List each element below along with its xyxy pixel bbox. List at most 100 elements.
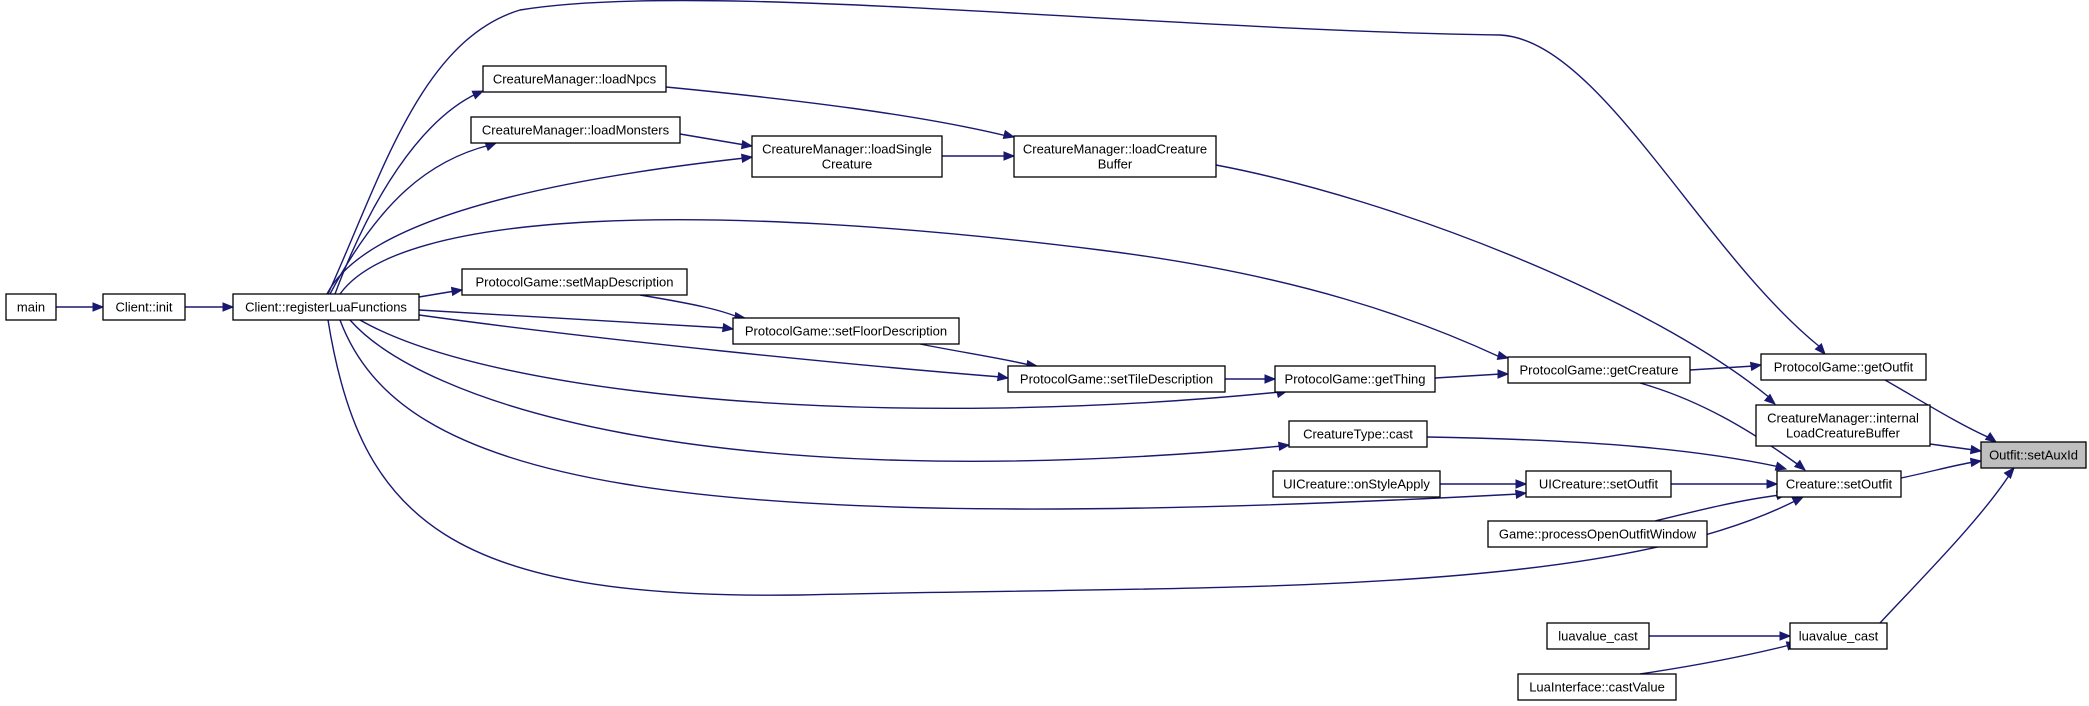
- node-load-npcs[interactable]: CreatureManager::loadNpcs: [482, 65, 667, 93]
- node-box: [1288, 420, 1428, 448]
- node-ui-on-style[interactable]: UICreature::onStyleApply: [1272, 470, 1441, 498]
- edge-line: [1639, 644, 1791, 675]
- node-set-tile-desc[interactable]: ProtocolGame::setTileDescription: [1007, 365, 1226, 393]
- arrowhead-icon: [1984, 432, 1998, 443]
- arrowhead-icon: [740, 139, 754, 150]
- node-label: CreatureManager::internal: [1767, 411, 1919, 426]
- edge-client-init-to-register: [185, 302, 235, 312]
- node-label: CreatureManager::loadSingle: [762, 142, 932, 157]
- arrowhead-icon: [1814, 342, 1826, 356]
- node-creature-type-cast[interactable]: CreatureType::cast: [1288, 420, 1428, 448]
- node-client-init[interactable]: Client::init: [102, 293, 186, 321]
- arrowhead-icon: [1497, 369, 1510, 379]
- node-creature-set-outfit[interactable]: Creature::setOutfit: [1776, 470, 1902, 498]
- node-box: [751, 135, 943, 178]
- edge-register-to-ui-set-outfit: [339, 319, 1528, 510]
- node-box: [1517, 673, 1677, 701]
- arrowhead-icon: [450, 286, 464, 297]
- edge-set-tile-desc-to-get-thing: [1225, 374, 1277, 384]
- arrowhead-icon: [1264, 374, 1277, 384]
- arrowhead-icon: [1779, 631, 1792, 641]
- arrowhead-icon: [1002, 129, 1016, 140]
- edge-register-to-set-tile-desc: [418, 314, 1010, 382]
- node-ui-set-outfit[interactable]: UICreature::setOutfit: [1525, 470, 1672, 498]
- node-label: ProtocolGame::getOutfit: [1774, 360, 1914, 375]
- edge-set-floor-desc-to-set-tile-desc: [919, 343, 1039, 370]
- node-box: [1007, 365, 1226, 393]
- arrowhead-icon: [996, 371, 1010, 382]
- edge-load-npcs-to-load-buffer: [665, 86, 1016, 140]
- node-label: luavalue_cast: [1799, 629, 1879, 644]
- node-get-outfit[interactable]: ProtocolGame::getOutfit: [1760, 353, 1927, 381]
- arrowhead-icon: [1003, 151, 1016, 161]
- node-label: ProtocolGame::getThing: [1285, 372, 1426, 387]
- arrowhead-icon: [721, 322, 735, 333]
- node-luavalue-cast-left[interactable]: luavalue_cast: [1546, 622, 1650, 650]
- node-box: [232, 293, 420, 321]
- node-box: [732, 317, 960, 345]
- node-set-aux-id[interactable]: Outfit::setAuxId: [1980, 441, 2087, 469]
- node-register[interactable]: Client::registerLuaFunctions: [232, 293, 420, 321]
- node-get-thing[interactable]: ProtocolGame::getThing: [1274, 365, 1436, 393]
- edge-line: [418, 290, 456, 298]
- node-get-creature[interactable]: ProtocolGame::getCreature: [1507, 356, 1691, 384]
- edge-line: [1900, 461, 1975, 479]
- edge-register-to-set-map-desc: [418, 286, 464, 298]
- edge-load-monsters-to-load-single: [679, 133, 754, 150]
- node-internal-load[interactable]: CreatureManager::internalLoadCreatureBuf…: [1755, 404, 1931, 447]
- arrowhead-icon: [1514, 489, 1528, 500]
- edge-line: [1215, 164, 1771, 399]
- edge-get-creature-to-get-outfit: [1689, 361, 1763, 372]
- edge-line: [1434, 373, 1502, 379]
- arrowhead-icon: [1749, 361, 1763, 372]
- edge-line: [329, 144, 491, 295]
- edge-line: [1879, 473, 2011, 624]
- arrowhead-icon: [471, 90, 485, 100]
- node-box: [1274, 365, 1436, 393]
- edge-line: [326, 157, 746, 295]
- edge-get-thing-to-get-creature: [1434, 369, 1510, 379]
- node-label: ProtocolGame::setFloorDescription: [745, 324, 947, 339]
- edge-line: [1639, 382, 1801, 467]
- node-main[interactable]: main: [5, 293, 57, 321]
- arrowhead-icon: [1515, 479, 1528, 489]
- edge-register-to-get-creature: [339, 219, 1510, 361]
- arrowhead-icon: [1791, 496, 1805, 506]
- node-label: luavalue_cast: [1558, 629, 1638, 644]
- node-luavalue-cast-right[interactable]: luavalue_cast: [1789, 622, 1888, 650]
- call-graph-nodes: main Client::init Client::registerLuaFunct…: [5, 65, 2087, 701]
- edge-luavalue-cast-right-to-set-aux-id: [1879, 466, 2015, 624]
- node-set-floor-desc[interactable]: ProtocolGame::setFloorDescription: [732, 317, 960, 345]
- edge-line: [327, 319, 1798, 596]
- arrowhead-icon: [1969, 457, 1983, 468]
- node-lua-cast-value[interactable]: LuaInterface::castValue: [1517, 673, 1677, 701]
- node-box: [1755, 404, 1931, 447]
- edge-internal-load-to-set-aux-id: [1929, 443, 1983, 455]
- arrowhead-icon: [1766, 479, 1779, 489]
- edge-line: [349, 319, 1283, 462]
- node-box: [470, 116, 681, 144]
- arrowhead-icon: [1793, 459, 1807, 471]
- node-box: [1776, 470, 1902, 498]
- node-load-monsters[interactable]: CreatureManager::loadMonsters: [470, 116, 681, 144]
- node-box: [102, 293, 186, 321]
- edge-luavalue-cast-left-to-luavalue-cast-right: [1649, 631, 1792, 641]
- node-set-map-desc[interactable]: ProtocolGame::setMapDescription: [461, 268, 688, 296]
- edge-line: [339, 319, 1520, 510]
- edge-line: [1426, 436, 1781, 468]
- node-box: [1546, 622, 1650, 650]
- node-box: [461, 268, 688, 296]
- node-label: Outfit::setAuxId: [1989, 448, 2078, 463]
- arrowhead-icon: [1496, 350, 1510, 361]
- edge-load-single-to-load-buffer: [942, 151, 1016, 161]
- edge-line: [919, 343, 1031, 366]
- node-label: Buffer: [1098, 157, 1133, 172]
- node-process-open[interactable]: Game::processOpenOutfitWindow: [1487, 520, 1708, 548]
- node-box: [1272, 470, 1441, 498]
- edge-line: [339, 219, 1501, 358]
- arrowhead-icon: [222, 302, 235, 312]
- node-label: Client::registerLuaFunctions: [245, 300, 407, 315]
